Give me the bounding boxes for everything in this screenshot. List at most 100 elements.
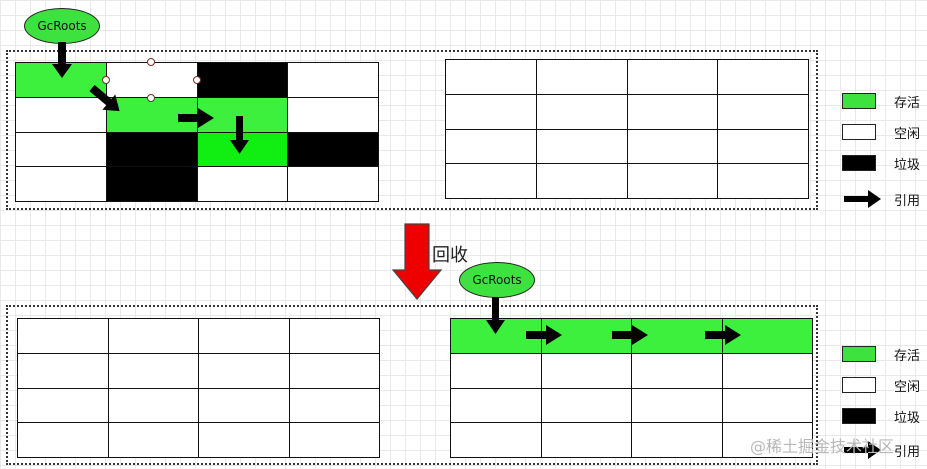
memory-cell-empty xyxy=(627,129,719,165)
top-panel xyxy=(6,50,818,210)
memory-cell-empty xyxy=(108,319,199,354)
bottom-gc-roots: GcRoots xyxy=(459,262,535,298)
alive-swatch xyxy=(842,346,876,362)
memory-cell-empty xyxy=(718,94,809,130)
alive-swatch xyxy=(842,93,876,109)
memory-cell-garbage xyxy=(197,63,289,98)
top-gc-roots: GcRoots xyxy=(24,8,100,44)
memory-cell-empty xyxy=(451,423,542,458)
memory-cell-garbage xyxy=(288,132,379,168)
arrow-diagonal-icon xyxy=(89,84,120,112)
reclaim-arrow-icon xyxy=(391,223,443,300)
memory-cell-empty xyxy=(718,129,809,165)
legend-label-empty: 空闲 xyxy=(894,127,921,142)
reclaim-label: 回收 xyxy=(432,245,468,266)
arrow-down-icon xyxy=(52,42,72,78)
memory-cell-empty xyxy=(288,63,379,98)
memory-cell-empty xyxy=(108,388,199,424)
memory-cell-garbage xyxy=(106,167,198,202)
legend-item-reference: 引用 xyxy=(842,441,927,462)
memory-cell-empty xyxy=(722,388,813,424)
memory-cell-empty xyxy=(451,353,542,389)
garbage-swatch xyxy=(842,408,876,424)
memory-cell-empty xyxy=(541,353,632,389)
arrow-right-icon xyxy=(178,108,214,128)
memory-cell-empty xyxy=(722,353,813,389)
arrow-right-icon xyxy=(612,325,648,345)
memory-cell-garbage xyxy=(106,132,198,168)
legend-label-reference: 引用 xyxy=(894,194,921,209)
memory-cell-empty xyxy=(289,388,380,424)
memory-cell-empty xyxy=(108,353,199,389)
memory-cell-empty xyxy=(718,60,809,95)
memory-cell-empty xyxy=(288,97,379,133)
empty-swatch xyxy=(842,124,876,140)
memory-cell-empty xyxy=(536,129,628,165)
memory-cell-empty xyxy=(451,388,542,424)
arrow-right-icon xyxy=(844,441,881,459)
arrow-right-icon xyxy=(844,190,881,208)
garbage-swatch xyxy=(842,155,876,171)
memory-cell-empty xyxy=(18,423,109,458)
memory-cell-empty xyxy=(199,353,290,389)
memory-cell-empty xyxy=(18,388,109,424)
memory-cell-empty xyxy=(627,164,719,199)
memory-cell-empty xyxy=(289,319,380,354)
memory-cell-empty xyxy=(197,167,289,202)
memory-cell-empty xyxy=(199,423,290,458)
memory-cell-empty xyxy=(106,63,198,98)
legend-item-empty: 空闲 xyxy=(842,377,927,397)
memory-cell-empty xyxy=(446,94,537,130)
memory-cell-empty xyxy=(632,353,723,389)
memory-cell-empty xyxy=(446,60,537,95)
legend-item-alive: 存活 xyxy=(842,346,927,366)
memory-cell-empty xyxy=(289,423,380,458)
legend-label-alive: 存活 xyxy=(894,349,921,364)
memory-cell-empty xyxy=(199,388,290,424)
bottom-right-memory-grid xyxy=(450,318,813,458)
memory-cell-empty xyxy=(18,319,109,354)
memory-cell-empty xyxy=(627,94,719,130)
memory-cell-empty xyxy=(541,388,632,424)
memory-cell-empty xyxy=(536,94,628,130)
memory-cell-empty xyxy=(536,164,628,199)
bottom-left-memory-grid xyxy=(17,318,380,458)
memory-cell-empty xyxy=(288,167,379,202)
memory-cell-empty xyxy=(541,423,632,458)
bottom-panel xyxy=(6,305,818,465)
legend-label-reference: 引用 xyxy=(894,445,921,460)
memory-cell-empty xyxy=(108,423,199,458)
arrow-down-icon xyxy=(230,116,249,154)
gc-roots-label: GcRoots xyxy=(37,19,87,33)
selection-handles xyxy=(102,58,201,102)
memory-cell-empty xyxy=(16,167,107,202)
legend-item-reference: 引用 xyxy=(842,190,927,211)
top-right-memory-grid xyxy=(445,59,809,199)
arrow-right-icon xyxy=(705,325,741,345)
legend-label-empty: 空闲 xyxy=(894,380,921,395)
gc-roots-label: GcRoots xyxy=(472,273,522,287)
watermark: @稀土掘金技术社区 xyxy=(750,437,895,456)
memory-cell-empty xyxy=(289,353,380,389)
memory-cell-empty xyxy=(199,319,290,354)
legend-label-garbage: 垃圾 xyxy=(894,411,921,426)
arrow-down-icon xyxy=(486,297,505,334)
legend-item-garbage: 垃圾 xyxy=(842,155,927,175)
memory-cell-empty xyxy=(627,60,719,95)
memory-cell-empty xyxy=(718,164,809,199)
memory-cell-empty xyxy=(632,423,723,458)
legend-item-empty: 空闲 xyxy=(842,124,927,144)
legend-label-alive: 存活 xyxy=(894,96,921,111)
memory-cell-empty xyxy=(16,97,107,133)
memory-cell-empty xyxy=(16,132,107,168)
empty-swatch xyxy=(842,377,876,393)
memory-cell-empty xyxy=(632,388,723,424)
memory-cell-empty xyxy=(446,164,537,199)
memory-cell-empty xyxy=(536,60,628,95)
arrow-right-icon xyxy=(526,325,562,345)
memory-cell-empty xyxy=(446,129,537,165)
memory-cell-empty xyxy=(18,353,109,389)
legend-item-garbage: 垃圾 xyxy=(842,408,927,428)
memory-cell-empty xyxy=(722,423,813,458)
